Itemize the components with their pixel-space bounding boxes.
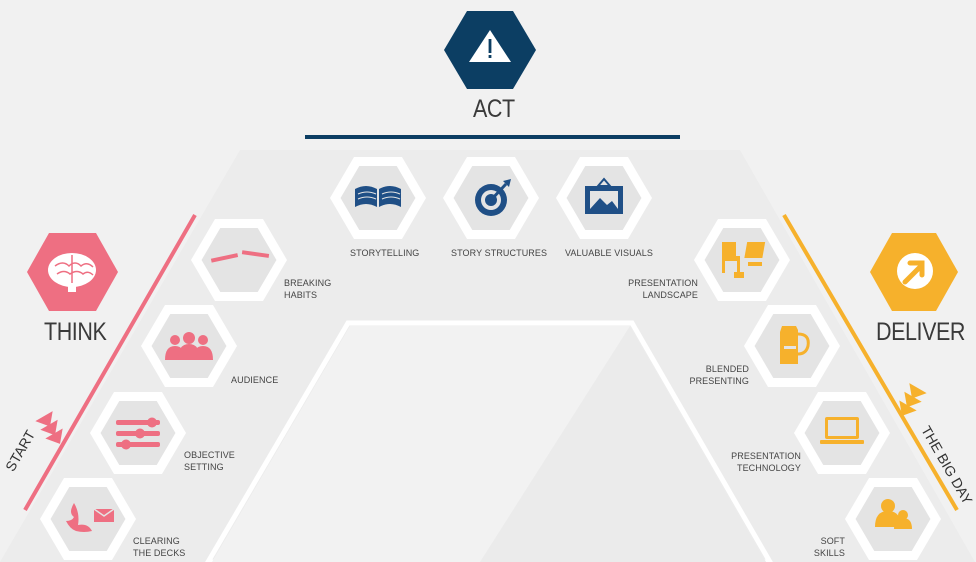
bird-envelope-icon	[66, 503, 115, 532]
label-line: TECHNOLOGY	[736, 463, 801, 473]
act-badge	[444, 11, 536, 89]
label-line: SOFT	[820, 536, 845, 546]
think-item-label: CLEARING THE DECKS	[133, 535, 185, 559]
label-line: OBJECTIVE	[184, 450, 235, 460]
label-line: PRESENTATION	[628, 278, 698, 288]
label-line: SKILLS	[813, 548, 845, 558]
think-rail	[23, 214, 197, 511]
brain-icon	[48, 253, 96, 292]
act-tile-storytelling	[330, 157, 426, 239]
think-item-label: OBJECTIVE SETTING	[184, 449, 235, 473]
think-item-label: BREAKING HABITS	[284, 277, 331, 301]
label-line: PRESENTING	[689, 376, 749, 386]
act-item-label: STORY STRUCTURES	[451, 248, 548, 258]
label-line: THE DECKS	[133, 548, 186, 558]
deliver-tile-soft-skills	[845, 478, 941, 560]
label-line: BREAKING	[284, 278, 332, 288]
think-item-label: AUDIENCE	[231, 374, 278, 386]
think-badge	[27, 233, 118, 311]
bigday-arrows-icon	[899, 383, 927, 416]
deliver-tile-presentation-technology	[794, 392, 890, 474]
deliver-badge	[870, 233, 958, 311]
chairs-icon	[722, 242, 766, 278]
act-title: ACT	[473, 95, 515, 123]
act-tile-story-structures	[443, 157, 539, 239]
inner-trapezoid-outline	[205, 320, 773, 562]
deliver-item-label: SOFT SKILLS	[814, 535, 845, 559]
label-line: SETTING	[184, 462, 224, 472]
start-arrows-icon	[35, 411, 63, 444]
label-line: HABITS	[284, 290, 318, 300]
act-tile-valuable-visuals	[556, 157, 652, 239]
label-line: AUDIENCE	[231, 375, 279, 385]
sliders-icon	[116, 417, 160, 450]
think-tile-clearing-the-decks	[40, 478, 136, 560]
label-line: PRESENTATION	[731, 451, 801, 461]
deliver-tile-blended-presenting	[744, 305, 840, 387]
broken-stick-icon	[210, 250, 270, 263]
deliver-item-label: BLENDED PRESENTING	[689, 363, 749, 387]
deliver-title: DELIVER	[876, 318, 965, 346]
deliver-item-label: PRESENTATION LANDSCAPE	[628, 277, 698, 301]
target-icon	[475, 179, 511, 216]
deliver-rail	[782, 213, 959, 512]
label-line: LANDSCAPE	[642, 290, 698, 300]
framed-picture-icon	[585, 177, 623, 214]
laptop-icon	[820, 417, 864, 444]
act-item-label: STORYTELLING	[350, 248, 420, 258]
think-tile-breaking-habits	[191, 219, 287, 301]
deliver-item-label: PRESENTATION TECHNOLOGY	[731, 450, 801, 474]
think-tile-audience	[141, 305, 237, 387]
two-people-icon	[875, 499, 912, 529]
act-underline	[305, 135, 680, 139]
think-title: THINK	[44, 318, 107, 346]
jug-icon	[780, 326, 810, 364]
open-book-icon	[355, 186, 401, 207]
inner-shade	[480, 326, 766, 562]
label-line: CLEARING	[133, 536, 180, 546]
label-line: BLENDED	[705, 364, 749, 374]
act-item-label: VALUABLE VISUALS	[565, 248, 653, 258]
deliver-tile-presentation-landscape	[694, 219, 790, 301]
people-icon	[165, 332, 213, 360]
think-tile-objective-setting	[90, 392, 186, 474]
